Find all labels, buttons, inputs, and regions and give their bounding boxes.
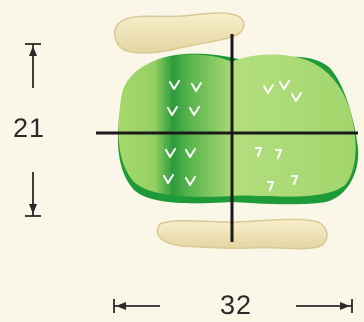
lesion-left-half [118,54,232,197]
lesion-right-half [232,54,356,197]
lower-bone [156,218,328,250]
lesion-check-marks-left [163,80,202,186]
width-label: 32 [219,290,253,320]
upper-bone [113,12,245,54]
height-label: 21 [12,113,46,143]
width-arrowheads [116,302,350,310]
lesion-check-marks-right [255,80,302,191]
height-arrowheads [29,46,37,214]
